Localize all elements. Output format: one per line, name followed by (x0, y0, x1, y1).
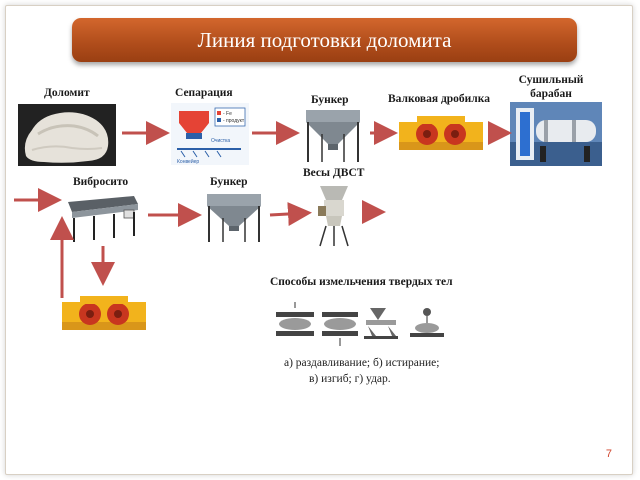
label-separation: Сепарация (175, 87, 233, 99)
dryer-drum-image (510, 102, 602, 166)
label-vibro-sieve: Вибросито (73, 176, 129, 188)
grinding-caption-line-2: в) изгиб; г) удар. (309, 373, 391, 385)
roller-crusher-return-image (62, 296, 146, 330)
label-scales: Весы ДВСТ (303, 167, 365, 179)
label-bunker-2: Бункер (210, 176, 248, 188)
separation-legend-fe: - Fe (223, 111, 232, 117)
bunker-2-image (207, 194, 261, 242)
scales-image (318, 186, 349, 247)
label-bunker-1: Бункер (311, 94, 349, 106)
label-dolomite: Доломит (44, 87, 90, 99)
slide-frame (5, 5, 633, 475)
grinding-abrasion-figure (322, 312, 358, 346)
bunker-1-image (306, 110, 360, 162)
dolomite-rock-image (18, 104, 116, 166)
grinding-heading: Способы измельчения твердых тел (270, 276, 453, 288)
label-dryer: Сушильный барабан (518, 74, 584, 100)
separation-conveyor-text: Конвейер (177, 158, 199, 165)
separation-legend-product: - продукт (223, 118, 245, 124)
arrow-bunker-to-scales (269, 202, 312, 226)
page-number: 7 (605, 448, 612, 460)
label-roller-crusher: Валковая дробилка (388, 93, 490, 105)
grinding-impact-figure (410, 308, 444, 337)
grinding-bending-figure (364, 308, 398, 339)
roller-crusher-image (399, 116, 483, 150)
grinding-methods-diagram (276, 302, 444, 346)
grinding-caption-line-1: а) раздавливание; б) истирание; (284, 357, 440, 369)
vibro-sieve-image (68, 196, 138, 242)
separation-clean-text: Очистка (211, 138, 230, 144)
grinding-crushing-figure (276, 302, 314, 336)
separation-diagram: - Fe - продукт Очистка Конвейер (171, 103, 249, 165)
slide-title: Линия подготовки доломита (72, 18, 577, 62)
